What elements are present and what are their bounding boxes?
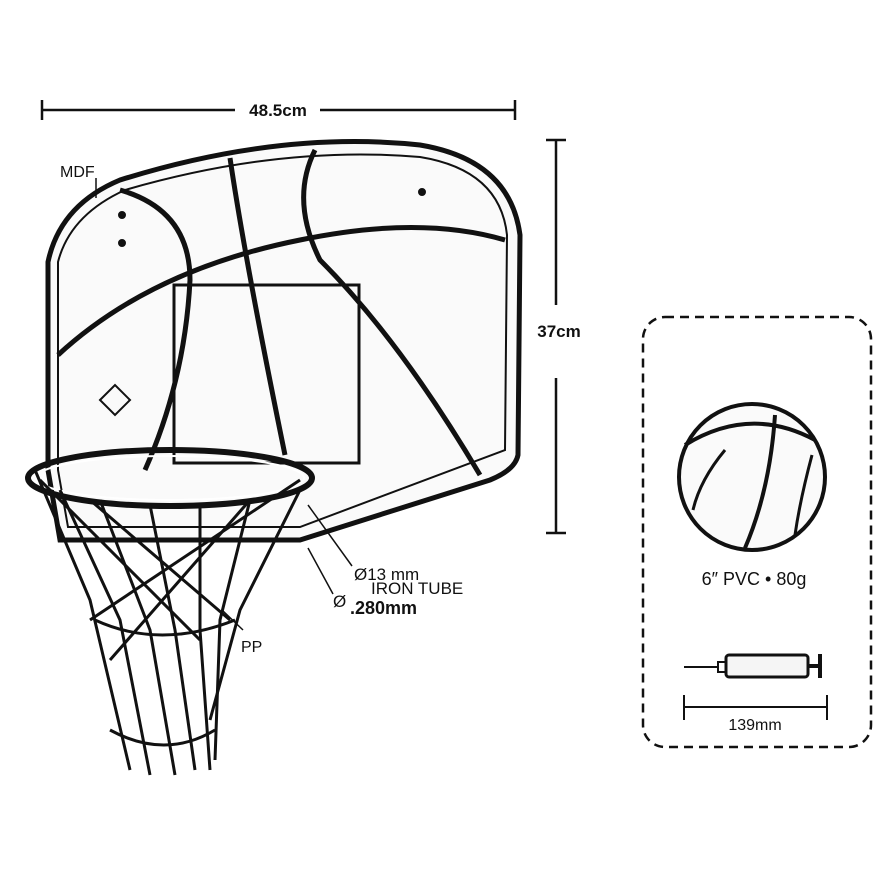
width-label: 48.5cm bbox=[249, 101, 307, 120]
ball-spec-label: 6″ PVC • 80g bbox=[702, 569, 807, 589]
pump-length-label: 139mm bbox=[728, 717, 781, 734]
brand-logo-icon bbox=[98, 383, 132, 417]
mdf-label: MDF bbox=[60, 164, 95, 181]
height-label: 37cm bbox=[537, 322, 580, 341]
pump-dimension bbox=[683, 695, 828, 720]
mini-basketball bbox=[677, 402, 827, 552]
rim-diameter-label: .280mm bbox=[350, 598, 417, 618]
tube-material-label: IRON TUBE bbox=[371, 579, 463, 598]
backboard bbox=[45, 139, 523, 543]
callout-lines bbox=[95, 178, 353, 631]
accessories-panel bbox=[641, 315, 873, 749]
height-dimension bbox=[546, 138, 566, 535]
tube-diameter-label: Ø13 mm bbox=[354, 565, 419, 584]
net-material-label: PP bbox=[241, 639, 262, 656]
width-dimension bbox=[40, 100, 517, 120]
pump-icon bbox=[684, 653, 822, 679]
rim-diameter-symbol: Ø bbox=[333, 592, 346, 611]
rim-and-net bbox=[25, 447, 315, 776]
